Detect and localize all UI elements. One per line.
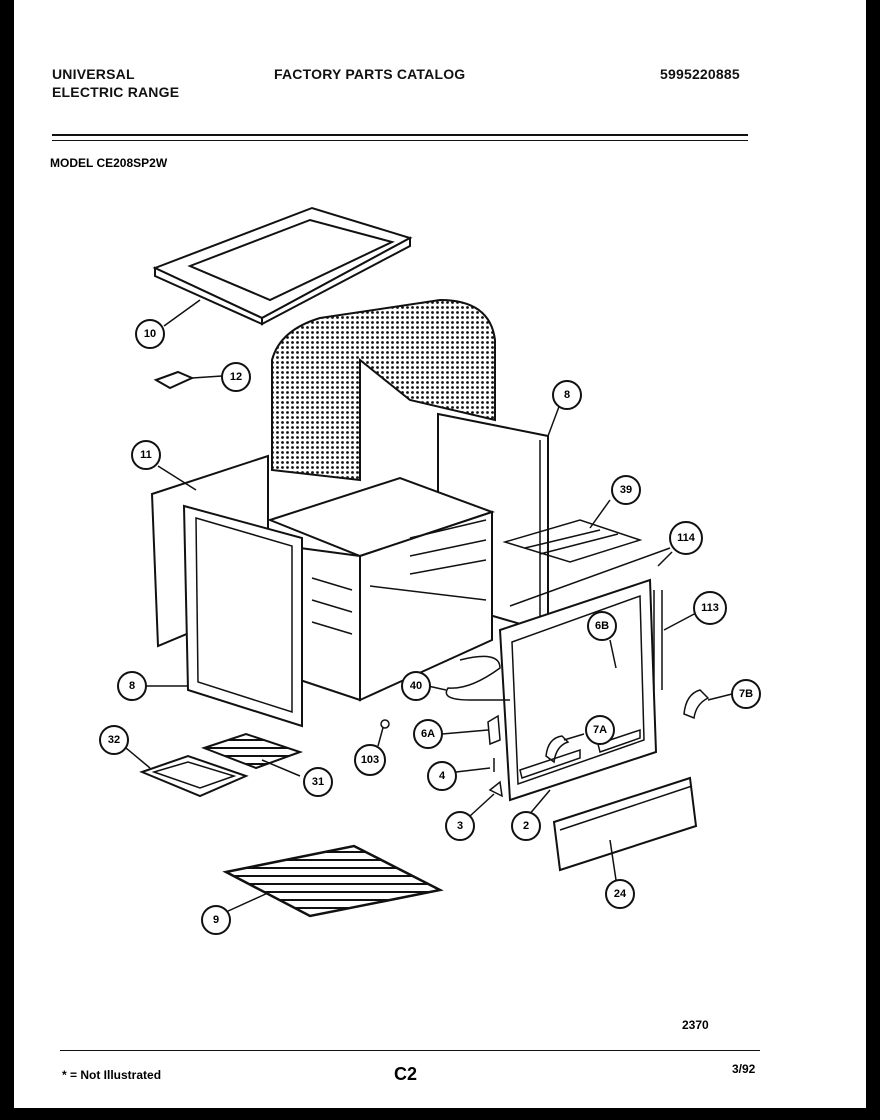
oven-rack-part xyxy=(222,844,444,918)
bracket-part xyxy=(153,370,223,390)
broiler-grid-part xyxy=(201,732,304,777)
cooktop-tray-part xyxy=(152,206,413,327)
oven-body-part xyxy=(267,476,496,702)
callout-4: 4 xyxy=(427,761,457,791)
footnote: * = Not Illustrated xyxy=(62,1068,162,1082)
callout-7b: 7B xyxy=(731,679,761,709)
svg-text:7B: 7B xyxy=(739,688,753,700)
broiler-pan-part xyxy=(125,747,249,798)
callout-8-right: 8 xyxy=(552,380,582,410)
brand-line-1: UNIVERSAL xyxy=(52,66,135,82)
callout-39: 39 xyxy=(611,475,641,505)
hinge-part xyxy=(441,714,585,764)
door-gasket-lead xyxy=(527,789,551,817)
kick-panel-part xyxy=(552,776,698,881)
page-id: C2 xyxy=(394,1064,418,1084)
callout-2: 2 xyxy=(511,811,541,841)
revision-date: 3/92 xyxy=(732,1062,756,1076)
callout-40: 40 xyxy=(401,671,431,701)
callout-12: 12 xyxy=(221,362,251,392)
callout-11: 11 xyxy=(131,440,161,470)
catalog-title: FACTORY PARTS CATALOG xyxy=(274,66,466,82)
callout-3: 3 xyxy=(445,811,475,841)
illustration-code: 2370 xyxy=(682,1018,709,1032)
svg-text:31: 31 xyxy=(312,776,324,788)
door-clip-part xyxy=(455,758,503,817)
side-panel-front-part xyxy=(146,504,303,728)
svg-text:114: 114 xyxy=(677,532,696,544)
svg-text:24: 24 xyxy=(614,888,627,900)
svg-text:9: 9 xyxy=(213,914,219,926)
callout-7a: 7A xyxy=(585,715,615,745)
callout-9: 9 xyxy=(201,905,231,935)
brand-line-2: ELECTRIC RANGE xyxy=(52,84,180,100)
svg-text:6A: 6A xyxy=(421,728,435,740)
callout-103: 103 xyxy=(354,744,386,776)
svg-text:39: 39 xyxy=(620,484,632,496)
svg-text:8: 8 xyxy=(564,389,570,401)
model-label: MODEL CE208SP2W xyxy=(50,156,168,170)
svg-text:11: 11 xyxy=(140,449,152,461)
callout-113: 113 xyxy=(693,591,727,625)
svg-text:10: 10 xyxy=(144,328,156,340)
svg-text:3: 3 xyxy=(457,820,463,832)
callout-8-front: 8 xyxy=(117,671,147,701)
callout-31: 31 xyxy=(303,767,333,797)
broil-element-part xyxy=(427,655,510,701)
insulation-blanket-part xyxy=(271,298,496,482)
callout-6a: 6A xyxy=(413,719,443,749)
callout-114: 114 xyxy=(669,521,703,555)
bake-element-part xyxy=(502,499,643,563)
svg-text:103: 103 xyxy=(361,754,379,766)
header-rule xyxy=(52,134,748,136)
svg-text:40: 40 xyxy=(410,680,422,692)
footer-rule xyxy=(60,1050,760,1051)
svg-text:8: 8 xyxy=(129,680,135,692)
screw-part xyxy=(377,719,390,747)
callout-6b: 6B xyxy=(587,611,617,641)
svg-text:4: 4 xyxy=(439,770,446,782)
svg-text:6B: 6B xyxy=(595,620,609,632)
oven-door-part xyxy=(498,578,658,802)
catalog-number: 5995220885 xyxy=(660,66,740,82)
header-rule-thin xyxy=(52,140,748,141)
callout-32: 32 xyxy=(99,725,129,755)
handle-end-part xyxy=(683,689,733,720)
svg-text:7A: 7A xyxy=(593,724,607,736)
callout-24: 24 xyxy=(605,879,635,909)
svg-text:32: 32 xyxy=(108,734,120,746)
svg-text:2: 2 xyxy=(523,820,529,832)
svg-text:12: 12 xyxy=(230,371,242,383)
callout-10: 10 xyxy=(135,319,165,349)
svg-text:113: 113 xyxy=(701,602,719,614)
